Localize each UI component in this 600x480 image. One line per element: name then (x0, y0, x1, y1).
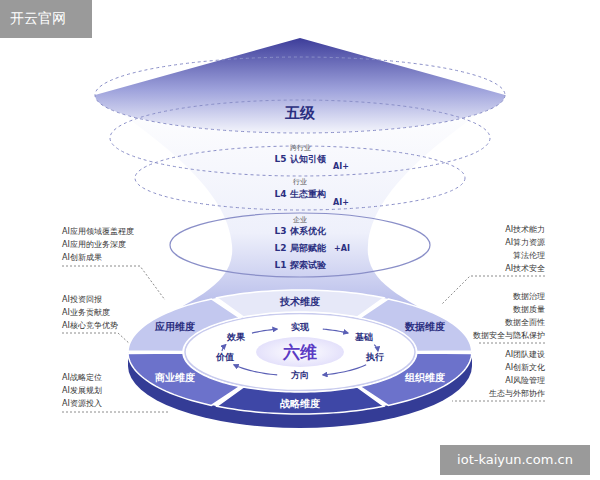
callout-item: AI算力资源 (505, 239, 545, 248)
leader-line (478, 343, 545, 344)
leader-line (62, 333, 131, 345)
callout-item: AI核心竞争优势 (62, 322, 118, 331)
cycle-arrow (222, 345, 226, 352)
sector-band: 技术维度 (217, 290, 384, 317)
callout-item: AI团队建设 (505, 351, 545, 360)
cone-top (95, 38, 505, 133)
tier-step: +AI (334, 245, 350, 254)
disc-ground (128, 290, 472, 414)
cycle-arrow (374, 345, 378, 352)
center-ellipse: 六维 (256, 337, 344, 367)
tier-level: L1 探索试验 (274, 261, 325, 271)
callout-item: 数据安全与隐私保护 (473, 332, 545, 341)
watermark: iot-kaiyun.com.cn (457, 453, 573, 467)
tier-level: L3 体系优化 (274, 227, 325, 237)
callout-item: AI技术能力 (505, 226, 545, 235)
watermark-box (440, 445, 590, 475)
callout-item: AI投资回报 (62, 296, 102, 305)
callout-item: 算法伦理 (513, 252, 545, 261)
disc-side (128, 304, 472, 428)
sector-band: 应用维度 (128, 299, 240, 351)
callout-item: AI业务贡献度 (62, 309, 110, 318)
cycle-arrow (323, 329, 348, 333)
level-ring (135, 146, 465, 210)
dimension-label: 技术维度 (280, 295, 320, 306)
cycle-arrow (234, 365, 277, 375)
sector-outline (128, 353, 240, 405)
sector-outline (217, 387, 384, 414)
callout-item: 数据治理 (513, 293, 545, 302)
callout-item: 数据全面性 (505, 319, 545, 328)
leader-line (452, 401, 545, 402)
callout-item: AI发展规划 (62, 387, 102, 396)
sector-outline (360, 299, 472, 351)
leader-line (62, 412, 170, 413)
callout-item: 生态与外部协作 (489, 390, 545, 399)
cycle-word: 执行 (366, 353, 384, 363)
tier-scope: 行业 (293, 179, 307, 187)
leader-lines (62, 266, 545, 412)
cycle-word: 基础 (355, 333, 373, 343)
inner-ring (185, 314, 415, 391)
watermark: 开云官网 (10, 11, 66, 26)
center-label: 六维 (283, 343, 317, 362)
callout-item: AI战略定位 (62, 374, 102, 383)
level-ring (95, 57, 505, 133)
level-ring (110, 100, 490, 176)
dimension-label: 商业维度 (155, 372, 195, 383)
cycle-arrow (252, 329, 277, 333)
tier-level: L5 认知引领 (274, 155, 325, 165)
watermark-box (0, 0, 92, 38)
callout-item: AI创新成果 (62, 254, 102, 263)
callout-item: AI应用领域覆盖程度 (62, 228, 134, 237)
tier-heading: 五级 (285, 105, 315, 122)
level-ring (170, 213, 430, 277)
callout-item: AI资源投入 (62, 400, 102, 409)
cycle-word: 效果 (227, 333, 245, 343)
cycle-word: 实现 (291, 323, 309, 333)
callout-item: AI技术安全 (505, 265, 545, 274)
dimension-label: 数据维度 (405, 321, 445, 332)
cycle-arrow (323, 365, 366, 375)
cycle-arrows (222, 329, 378, 375)
callout-item: AI风险管理 (505, 377, 545, 386)
cycle-word: 价值 (216, 353, 234, 363)
tier-step: AI+ (333, 199, 349, 208)
cycle-word: 方向 (291, 371, 309, 381)
callout-item: AI应用的业务深度 (62, 241, 126, 250)
tier-level: L2 局部赋能 (274, 244, 325, 254)
dimension-label: 战略维度 (280, 397, 320, 408)
tier-scope: 企业 (293, 217, 307, 225)
sector-outline (217, 290, 384, 317)
sector-band: 数据维度 (360, 299, 472, 351)
dimension-label: 组织维度 (405, 372, 445, 383)
leader-line (442, 276, 545, 304)
tier-scope: 跨行业 (290, 145, 311, 153)
tier-level: L4 生态重构 (274, 190, 325, 200)
tier-step: AI+ (333, 163, 349, 172)
sector-outline (128, 299, 240, 351)
callout-item: 数据质量 (513, 306, 545, 315)
callout-item: AI创新文化 (505, 364, 545, 373)
dimension-label: 应用维度 (155, 321, 195, 332)
sector-outline (360, 353, 472, 405)
sector-band: 战略维度 (217, 387, 384, 414)
